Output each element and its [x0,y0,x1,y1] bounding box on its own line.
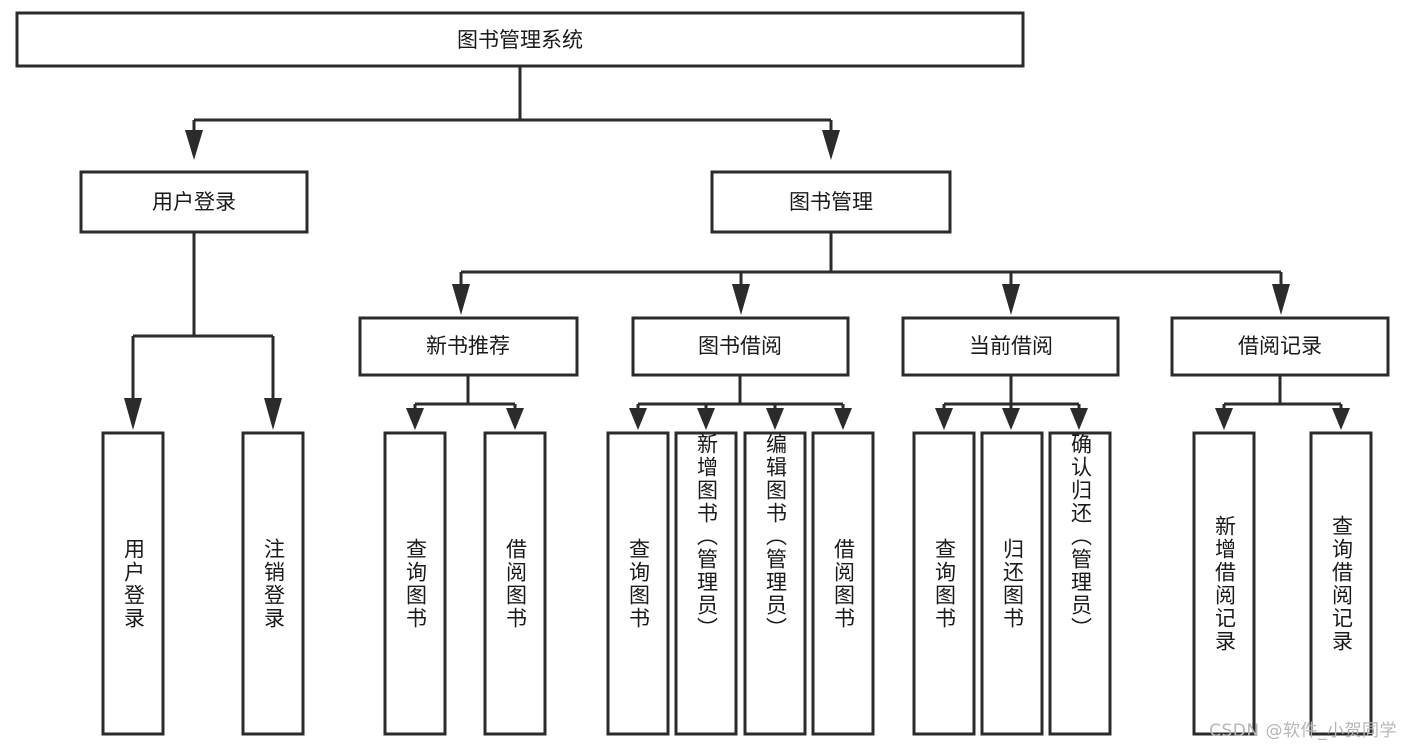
leaf-box-query-record[interactable] [1309,431,1373,736]
leaf-boxes-user-login [101,431,305,736]
connectors-newbook-to-leaves [406,375,524,430]
arrow-head-new-book-recommend [452,284,470,315]
arrow-head-leaf-edit-book [766,408,784,430]
node-new-book-recommend[interactable]: 新书推荐 [358,316,579,377]
leaf-box-add-record[interactable] [1192,431,1256,736]
arrow-head-leaf-borrow-book-1 [506,408,524,430]
arrow-head-leaf-borrow-book-2 [834,408,852,430]
connectors-bookborrow-to-leaves [629,375,852,430]
node-book-management-label: 图书管理 [789,190,873,214]
node-current-borrow[interactable]: 当前借阅 [901,316,1120,377]
leaf-box-logout[interactable] [241,431,305,736]
arrow-head-book-manage [822,130,840,160]
leaf-box-confirm-return[interactable] [1048,431,1112,736]
node-book-borrow[interactable]: 图书借阅 [631,316,850,377]
leaf-box-query-book-2[interactable] [606,431,670,736]
leaf-box-return-book[interactable] [980,431,1044,736]
node-root-box[interactable] [15,11,1025,68]
node-user-login-label: 用户登录 [152,190,236,214]
arrow-head-current-borrow [1002,284,1020,315]
leaf-boxes-new-book-recommend [383,431,547,736]
csdn-watermark: CSDN @软件_小贺同学 [1209,721,1397,741]
arrow-head-leaf-query-book-2 [629,408,647,430]
node-book-borrow-label: 图书借阅 [698,334,782,358]
node-current-borrow-box[interactable] [901,316,1120,377]
connectors-currentborrow-to-leaves [935,375,1088,430]
leaf-box-add-book[interactable] [674,431,738,736]
leaf-boxes-borrow-record [1192,431,1373,736]
node-user-login[interactable]: 用户登录 [79,170,309,234]
node-book-management-box[interactable] [710,170,952,234]
node-borrow-record-box[interactable] [1170,316,1390,377]
node-borrow-record-label: 借阅记录 [1238,334,1322,358]
node-borrow-record[interactable]: 借阅记录 [1170,316,1390,377]
leaf-box-user-login[interactable] [101,431,165,736]
arrow-head-leaf-confirm-return [1070,408,1088,430]
leaf-boxes-book-borrow [606,431,875,736]
node-root-label: 图书管理系统 [457,28,583,52]
node-user-login-box[interactable] [79,170,309,234]
leaf-box-borrow-book-2[interactable] [811,431,875,736]
leaf-box-edit-book[interactable] [743,431,807,736]
arrow-head-book-borrow [732,284,750,315]
arrow-head-leaf-query-book-1 [406,408,424,430]
leaf-box-borrow-book-1[interactable] [483,431,547,736]
arrow-head-borrow-record [1272,284,1290,315]
arrow-head-leaf-logout [264,398,282,430]
leaf-boxes-current-borrow [912,431,1112,736]
arrow-head-leaf-add-record [1215,408,1233,430]
arrow-head-leaf-add-book [697,408,715,430]
node-new-book-recommend-label: 新书推荐 [426,334,510,358]
leaf-box-query-book-3[interactable] [912,431,976,736]
node-root-book-management-system[interactable]: 图书管理系统 [15,11,1025,68]
node-book-management[interactable]: 图书管理 [710,170,952,234]
leaf-box-query-book-1[interactable] [383,431,447,736]
arrow-head-leaf-return-book [1002,408,1020,430]
connectors-root-to-level2 [185,66,840,160]
arrow-head-leaf-query-record [1332,408,1350,430]
connectors-bookmanage-to-level3 [452,232,1290,315]
arrow-head-user-login [185,130,203,160]
connectors-borrowrecord-to-leaves [1215,375,1350,430]
node-book-borrow-box[interactable] [631,316,850,377]
node-new-book-recommend-box[interactable] [358,316,579,377]
arrow-head-leaf-query-book-3 [935,408,953,430]
arrow-head-leaf-user-login [124,398,142,430]
node-current-borrow-label: 当前借阅 [969,334,1053,358]
connectors-userlogin-to-leaves [124,232,282,430]
